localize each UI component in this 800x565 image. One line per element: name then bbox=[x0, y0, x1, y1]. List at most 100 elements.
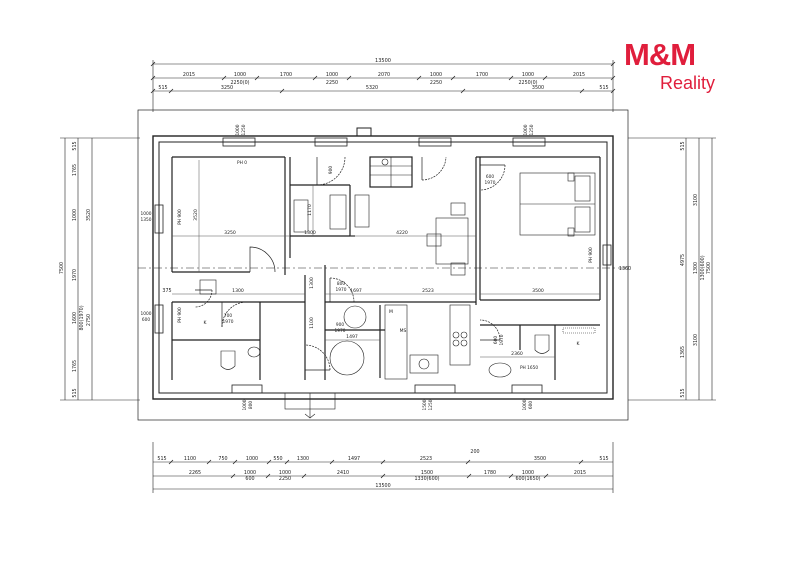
bot-r2-1: 2265 bbox=[189, 470, 201, 476]
bot-8: 2523 bbox=[420, 456, 432, 462]
label-k2: K bbox=[577, 341, 581, 347]
win-bot-3-w: 1000 bbox=[522, 399, 528, 410]
left-side-375: 375 bbox=[162, 288, 171, 294]
bot-r2-3: 1000 bbox=[279, 470, 291, 476]
ph-2: PH 900 bbox=[177, 209, 183, 225]
win-bot-1-h: 800 bbox=[248, 401, 254, 409]
room-mid-w2: 1697 bbox=[350, 288, 362, 294]
ph-3: PH 900 bbox=[177, 307, 183, 323]
win-bot-2-h: 1250 bbox=[428, 399, 434, 410]
kitchen-counter-1 bbox=[384, 304, 408, 380]
room-r1-h: 3520 bbox=[193, 209, 199, 221]
win-4-h: 1250 bbox=[529, 124, 535, 135]
bot-r2-2: 1000 bbox=[244, 470, 256, 476]
bot-10: 515 bbox=[599, 456, 608, 462]
right-1: 515 bbox=[680, 141, 686, 150]
left-3: 1000 bbox=[72, 209, 78, 221]
win-4-w: 1000 bbox=[523, 124, 529, 135]
bot-r2-4: 2410 bbox=[337, 470, 349, 476]
room-dim-labels: 3250 3520 1300 1170 4220 3500 1300 1697 … bbox=[193, 204, 544, 357]
bot-sub-2: 2250 bbox=[279, 476, 291, 482]
ph-4: PH 900 bbox=[588, 247, 594, 263]
radiator bbox=[562, 327, 596, 334]
bot-5: 550 bbox=[273, 456, 282, 462]
furniture bbox=[199, 157, 596, 419]
right-4: 1300 bbox=[693, 262, 699, 274]
right-2: 3100 bbox=[693, 194, 699, 206]
left-5: 1970 bbox=[72, 269, 78, 281]
bot-7: 1497 bbox=[348, 456, 360, 462]
window-labels: 1000 1250 1000 1250 1000 1350 1000 600 1… bbox=[141, 124, 535, 410]
top-row1-dims: 2015 1000 1700 1000 2070 1000 1700 1000 … bbox=[183, 72, 585, 86]
brand-subtitle: Reality bbox=[660, 73, 716, 93]
top-total-dim: 13500 bbox=[375, 58, 391, 64]
bot-r2-7: 1000 bbox=[522, 470, 534, 476]
stair-newel bbox=[381, 158, 389, 166]
washing-machine bbox=[343, 305, 367, 329]
win-bot-2-w: 1500 bbox=[422, 399, 428, 410]
right-7: 3100 bbox=[693, 334, 699, 346]
door-1-w: 800 bbox=[337, 281, 345, 287]
left-dimensions bbox=[60, 137, 140, 401]
bot-1: 515 bbox=[157, 456, 166, 462]
top-dimensions bbox=[150, 60, 616, 112]
left-7: 800(1970) bbox=[79, 305, 85, 330]
room-wc-w: 2360 bbox=[511, 351, 523, 357]
left-8: 2750 bbox=[86, 314, 92, 326]
left-total: 7500 bbox=[59, 262, 65, 274]
boiler bbox=[199, 279, 217, 295]
left-6: 1600 bbox=[72, 312, 78, 324]
ph-1: PH 0 bbox=[237, 160, 247, 166]
top-dim-5: 2070 bbox=[378, 72, 390, 78]
left-10: 515 bbox=[72, 388, 78, 397]
win-1-w: 1000 bbox=[235, 124, 241, 135]
top-sub-2: 2250 bbox=[326, 80, 338, 86]
right-5: 1300(600) bbox=[700, 255, 706, 280]
door-4-h: 1970 bbox=[485, 180, 496, 186]
top-dim-1: 2015 bbox=[183, 72, 195, 78]
left-2: 1765 bbox=[72, 164, 78, 176]
door-5-w: 600 bbox=[493, 336, 499, 344]
room-mid-h: 1170 bbox=[307, 204, 313, 216]
left-1: 515 bbox=[72, 141, 78, 150]
bot-2: 1100 bbox=[184, 456, 196, 462]
door-3-w: 700 bbox=[224, 313, 232, 319]
windows bbox=[154, 137, 612, 394]
room-hall-w: 1300 bbox=[232, 288, 244, 294]
room-living-w: 4220 bbox=[396, 230, 408, 236]
door-5-h: 1970 bbox=[499, 334, 505, 345]
shelf-unit bbox=[329, 194, 347, 230]
interior-walls bbox=[171, 156, 601, 380]
bot-total: 13500 bbox=[375, 483, 390, 489]
label-m: M bbox=[389, 309, 393, 315]
fixture-labels: MS M K K bbox=[204, 309, 581, 347]
kitchen-counter-2 bbox=[449, 304, 471, 366]
washbasin-right bbox=[488, 362, 512, 378]
left-4: 3520 bbox=[86, 209, 92, 221]
kitchen-sink bbox=[409, 354, 439, 374]
bot-6: 1300 bbox=[297, 456, 309, 462]
room-mid-w: 1300 bbox=[304, 230, 316, 236]
dining-table bbox=[435, 217, 469, 265]
top-r2-1: 515 bbox=[158, 85, 167, 91]
top-r2-5: 515 bbox=[599, 85, 608, 91]
top-sub-4: 2250(0) bbox=[518, 80, 537, 86]
top-row2-dims: 515 3250 5320 3500 515 bbox=[158, 85, 608, 91]
room-r1-w: 3250 bbox=[224, 230, 236, 236]
top-dim-3: 1700 bbox=[280, 72, 292, 78]
brand-name: M&M bbox=[624, 37, 696, 72]
toilet-left bbox=[220, 350, 236, 370]
outer-wall-outer bbox=[152, 135, 614, 400]
right-8: 515 bbox=[680, 388, 686, 397]
bot-9: 3500 bbox=[534, 456, 546, 462]
bot-r2-5: 1500 bbox=[421, 470, 433, 476]
plot-outline bbox=[137, 109, 629, 421]
bathtub bbox=[329, 340, 365, 376]
right-6: 1365 bbox=[680, 346, 686, 358]
door-2-w: 900 bbox=[336, 322, 344, 328]
room-h1: 1300 bbox=[309, 277, 315, 289]
door-labels: 800 1970 900 1970 700 1970 600 1970 600 … bbox=[223, 166, 505, 346]
top-dim-9: 2015 bbox=[573, 72, 585, 78]
win-bot-1-w: 1000 bbox=[242, 399, 248, 410]
